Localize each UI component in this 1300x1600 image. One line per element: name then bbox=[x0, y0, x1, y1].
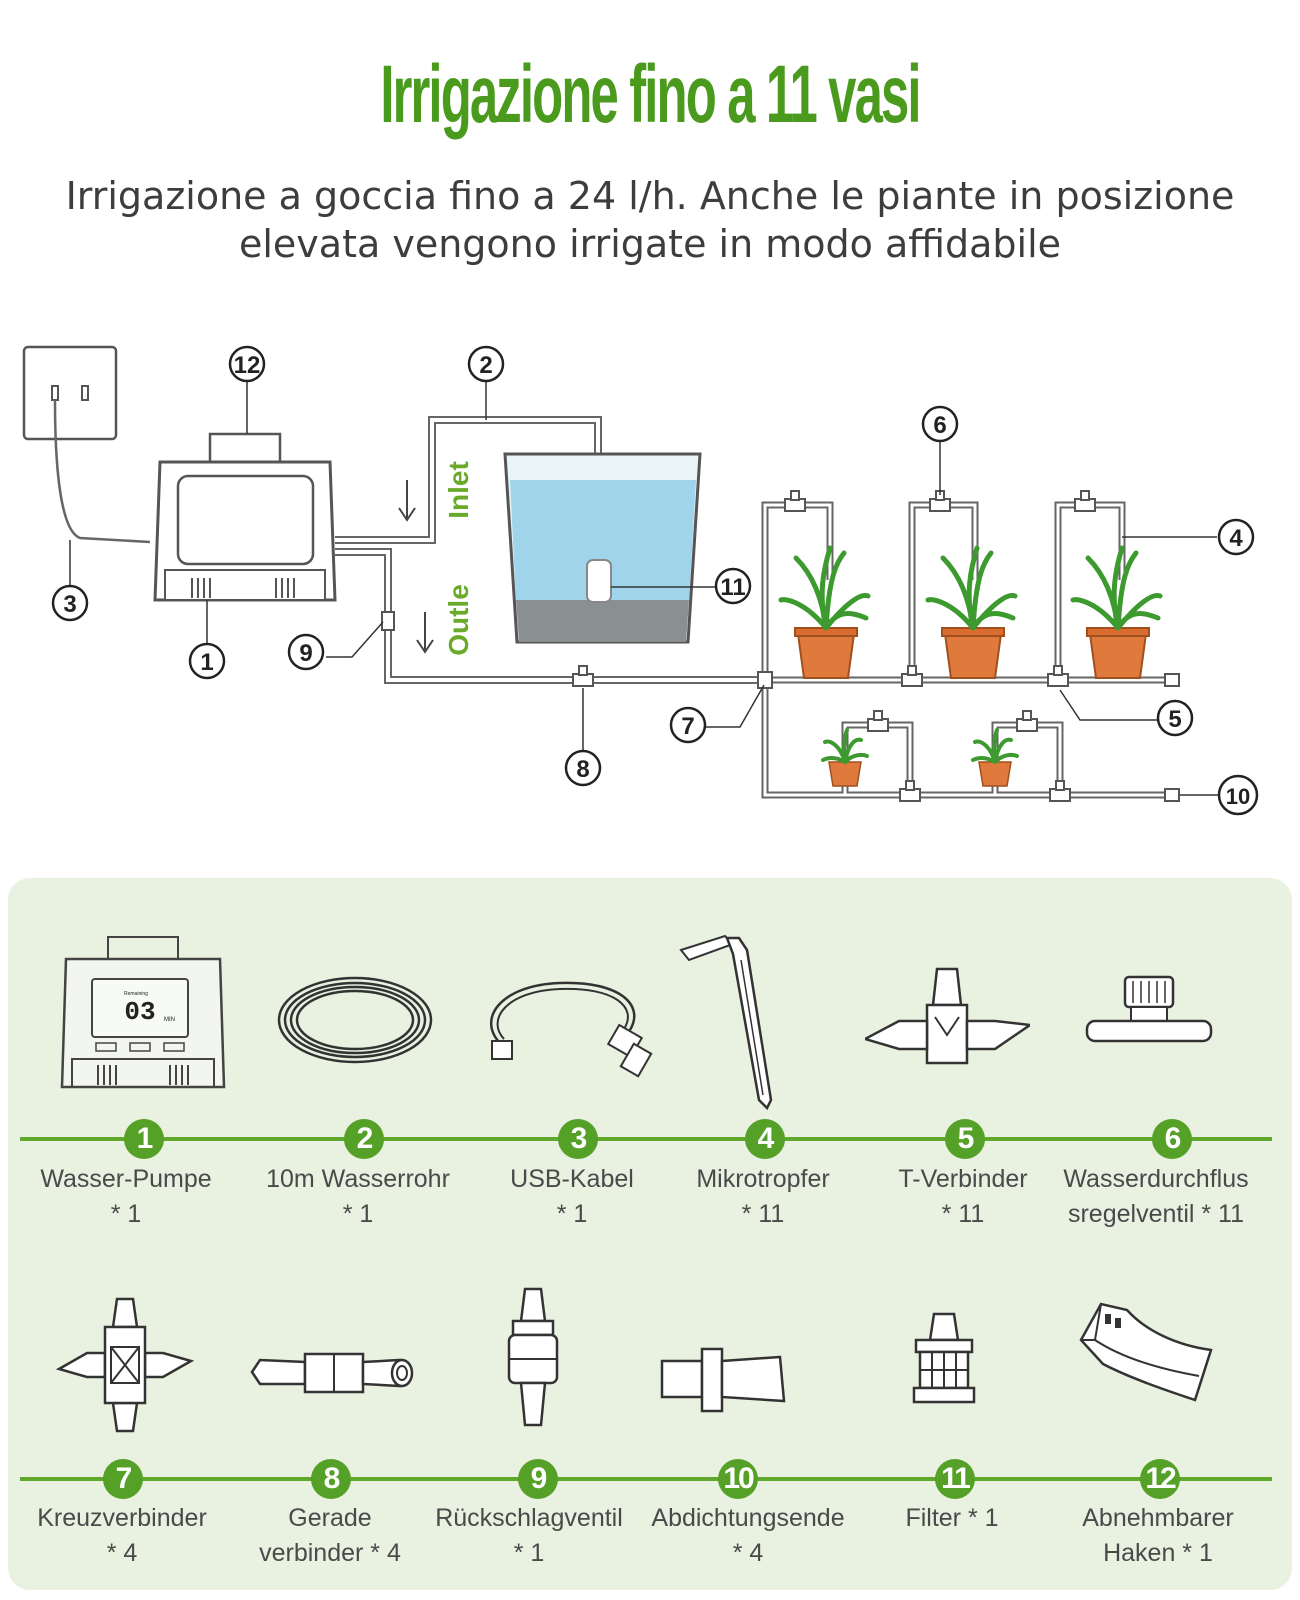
check-valve-icon bbox=[507, 1287, 559, 1427]
pump-display-unit: MIN bbox=[164, 1017, 175, 1023]
page-subtitle: Irrigazione a goccia fino a 24 l/h. Anch… bbox=[10, 172, 1290, 268]
svg-text:5: 5 bbox=[1168, 706, 1181, 733]
svg-text:7: 7 bbox=[681, 713, 694, 740]
part-4-label: Mikrotropfer* 11 bbox=[696, 1165, 830, 1228]
part-3-label: USB-Kabel* 1 bbox=[510, 1165, 634, 1228]
svg-text:11: 11 bbox=[720, 574, 745, 601]
part-10-label: Abdichtungsende* 4 bbox=[651, 1504, 845, 1567]
page-title: Irrigazione fino a 11 vasi bbox=[380, 49, 921, 140]
part-10-badge: 10 bbox=[718, 1459, 758, 1499]
part-12-badge: 12 bbox=[1140, 1459, 1180, 1499]
micro-dripper-icon bbox=[679, 934, 773, 1111]
usb-cable-icon bbox=[489, 981, 653, 1078]
removable-hook-icon bbox=[1079, 1302, 1213, 1402]
callout-4: 4 bbox=[1217, 518, 1255, 556]
t-connector-icon bbox=[865, 967, 1030, 1065]
subtitle-line-1: Irrigazione a goccia fino a 24 l/h. Anch… bbox=[65, 174, 1235, 218]
water-hose-icon bbox=[277, 976, 433, 1064]
inlet-label: Inlet bbox=[443, 461, 474, 519]
part-9-badge: 9 bbox=[518, 1459, 558, 1499]
svg-text:4: 4 bbox=[1229, 525, 1243, 552]
part-6-badge: 6 bbox=[1152, 1119, 1192, 1159]
parts-row-1-divider bbox=[20, 1137, 1272, 1141]
subtitle-line-2: elevata vengono irrigate in modo affidab… bbox=[238, 222, 1062, 266]
svg-text:2: 2 bbox=[479, 352, 492, 379]
part-3-badge: 3 bbox=[558, 1119, 598, 1159]
straight-connector-icon bbox=[250, 1352, 414, 1394]
part-5-label: T-Verbinder* 11 bbox=[898, 1165, 1028, 1228]
part-1-badge: 1 bbox=[124, 1119, 164, 1159]
part-11-badge: 11 bbox=[935, 1459, 975, 1499]
part-11-label: Filter * 1 bbox=[905, 1504, 999, 1532]
part-2-label: 10m Wasserrohr* 1 bbox=[266, 1165, 450, 1228]
outlet-label: Outle bbox=[443, 584, 474, 656]
callout-2: 2 bbox=[467, 345, 505, 383]
callout-6: 6 bbox=[921, 405, 959, 443]
svg-text:10: 10 bbox=[1226, 784, 1250, 809]
part-2-badge: 2 bbox=[344, 1119, 384, 1159]
svg-text:8: 8 bbox=[576, 756, 589, 783]
svg-text:9: 9 bbox=[299, 640, 312, 667]
part-8-badge: 8 bbox=[311, 1459, 351, 1499]
callout-10: 10 bbox=[1217, 774, 1259, 816]
water-pump-icon: 03 MIN Remaining bbox=[60, 936, 226, 1089]
filter-icon bbox=[912, 1312, 976, 1404]
svg-text:1: 1 bbox=[200, 649, 213, 676]
pump-display-value: 03 bbox=[124, 997, 155, 1027]
part-1-label: Wasser-Pumpe* 1 bbox=[40, 1165, 212, 1228]
callout-12: 12 bbox=[228, 345, 266, 383]
callout-8: 8 bbox=[564, 749, 602, 787]
callout-3: 3 bbox=[51, 584, 89, 622]
parts-row-2-divider bbox=[20, 1477, 1272, 1481]
callout-7: 7 bbox=[669, 706, 707, 744]
svg-text:12: 12 bbox=[234, 352, 261, 379]
part-9-label: Rückschlagventil* 1 bbox=[435, 1504, 623, 1567]
svg-text:3: 3 bbox=[63, 591, 76, 618]
part-7-label: Kreuzverbinder* 4 bbox=[37, 1504, 207, 1567]
svg-text:6: 6 bbox=[933, 412, 946, 439]
part-5-badge: 5 bbox=[945, 1119, 985, 1159]
part-4-badge: 4 bbox=[745, 1119, 785, 1159]
callout-9: 9 bbox=[287, 633, 325, 671]
flow-control-valve-icon bbox=[1085, 975, 1213, 1043]
callout-11: 11 bbox=[714, 567, 752, 605]
irrigation-system-diagram: Inlet Outle bbox=[22, 345, 1259, 816]
sealing-end-icon bbox=[660, 1347, 786, 1413]
cross-connector-icon bbox=[55, 1297, 195, 1433]
callout-5: 5 bbox=[1156, 699, 1194, 737]
callout-1: 1 bbox=[188, 642, 226, 680]
pump-display-caption: Remaining bbox=[124, 991, 148, 997]
part-7-badge: 7 bbox=[103, 1459, 143, 1499]
